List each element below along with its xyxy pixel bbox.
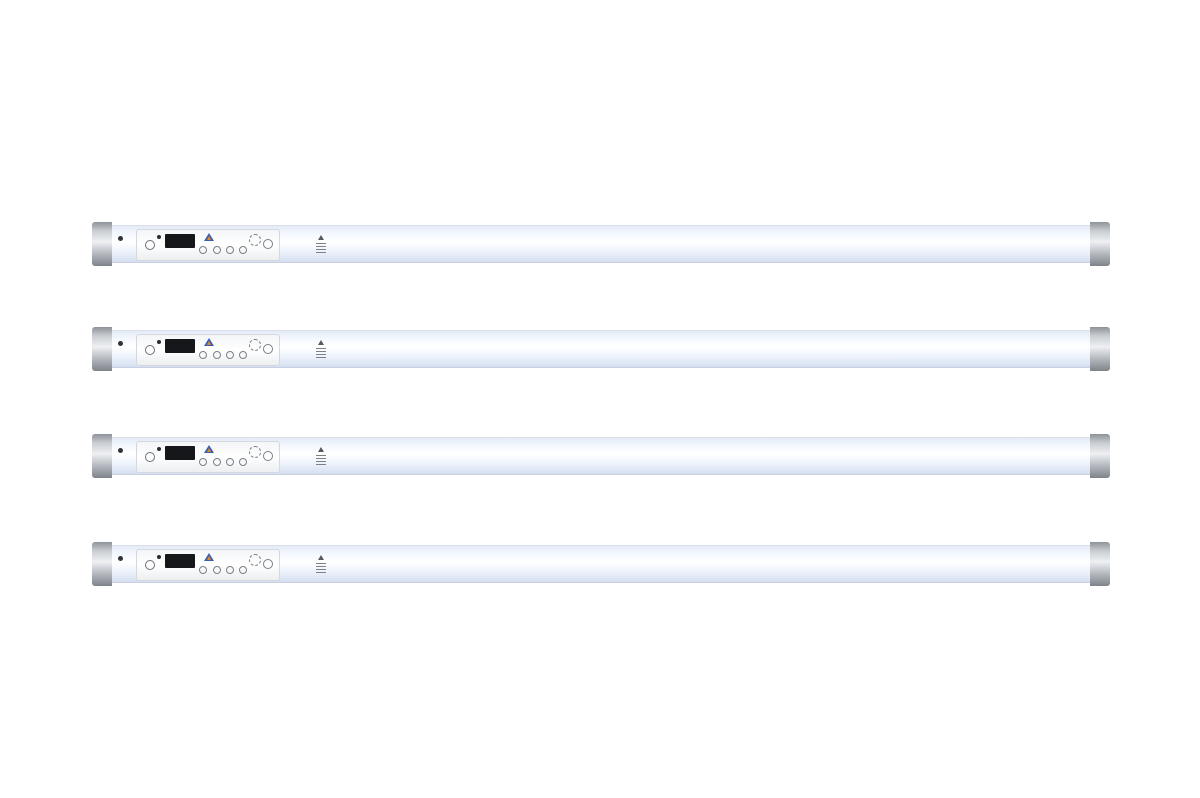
power-icon[interactable] xyxy=(263,344,273,354)
control-panel xyxy=(136,229,280,261)
dmx-icon xyxy=(249,234,261,246)
menu-button-icon[interactable] xyxy=(199,246,207,254)
control-dial-icon[interactable] xyxy=(145,560,155,570)
warning-icon xyxy=(316,447,326,467)
up-button-icon[interactable] xyxy=(226,458,234,466)
dmx-icon xyxy=(249,446,261,458)
port-icon xyxy=(118,556,123,561)
enter-button-icon[interactable] xyxy=(239,566,247,574)
control-dial-icon[interactable] xyxy=(145,452,155,462)
right-end-cap xyxy=(1090,434,1110,478)
display-screen-icon xyxy=(165,446,195,460)
control-panel xyxy=(136,549,280,581)
enter-button-icon[interactable] xyxy=(239,351,247,359)
tube-light-3 xyxy=(92,434,1110,478)
left-end-cap xyxy=(92,222,112,266)
dmx-icon xyxy=(249,554,261,566)
right-end-cap xyxy=(1090,327,1110,371)
dmx-icon xyxy=(249,339,261,351)
control-panel xyxy=(136,441,280,473)
left-end-cap xyxy=(92,542,112,586)
up-button-icon[interactable] xyxy=(226,566,234,574)
power-icon[interactable] xyxy=(263,451,273,461)
warning-icon xyxy=(316,340,326,360)
left-end-cap xyxy=(92,327,112,371)
down-button-icon[interactable] xyxy=(213,351,221,359)
control-panel xyxy=(136,334,280,366)
display-screen-icon xyxy=(165,554,195,568)
warning-icon xyxy=(316,555,326,575)
tube-light-2 xyxy=(92,327,1110,371)
menu-button-icon[interactable] xyxy=(199,458,207,466)
port-icon xyxy=(118,236,123,241)
down-button-icon[interactable] xyxy=(213,566,221,574)
enter-button-icon[interactable] xyxy=(239,246,247,254)
control-dial-icon[interactable] xyxy=(145,345,155,355)
power-icon[interactable] xyxy=(263,559,273,569)
warning-icon xyxy=(316,235,326,255)
tube-light-1 xyxy=(92,222,1110,266)
brand-logo-icon xyxy=(204,553,214,561)
menu-button-icon[interactable] xyxy=(199,351,207,359)
brand-logo-icon xyxy=(204,445,214,453)
status-led-icon xyxy=(157,340,161,344)
display-screen-icon xyxy=(165,234,195,248)
tube-light-4 xyxy=(92,542,1110,586)
status-led-icon xyxy=(157,447,161,451)
port-icon xyxy=(118,448,123,453)
left-end-cap xyxy=(92,434,112,478)
status-led-icon xyxy=(157,235,161,239)
right-end-cap xyxy=(1090,542,1110,586)
control-dial-icon[interactable] xyxy=(145,240,155,250)
down-button-icon[interactable] xyxy=(213,458,221,466)
up-button-icon[interactable] xyxy=(226,246,234,254)
down-button-icon[interactable] xyxy=(213,246,221,254)
up-button-icon[interactable] xyxy=(226,351,234,359)
display-screen-icon xyxy=(165,339,195,353)
brand-logo-icon xyxy=(204,338,214,346)
menu-button-icon[interactable] xyxy=(199,566,207,574)
port-icon xyxy=(118,341,123,346)
enter-button-icon[interactable] xyxy=(239,458,247,466)
status-led-icon xyxy=(157,555,161,559)
right-end-cap xyxy=(1090,222,1110,266)
power-icon[interactable] xyxy=(263,239,273,249)
brand-logo-icon xyxy=(204,233,214,241)
